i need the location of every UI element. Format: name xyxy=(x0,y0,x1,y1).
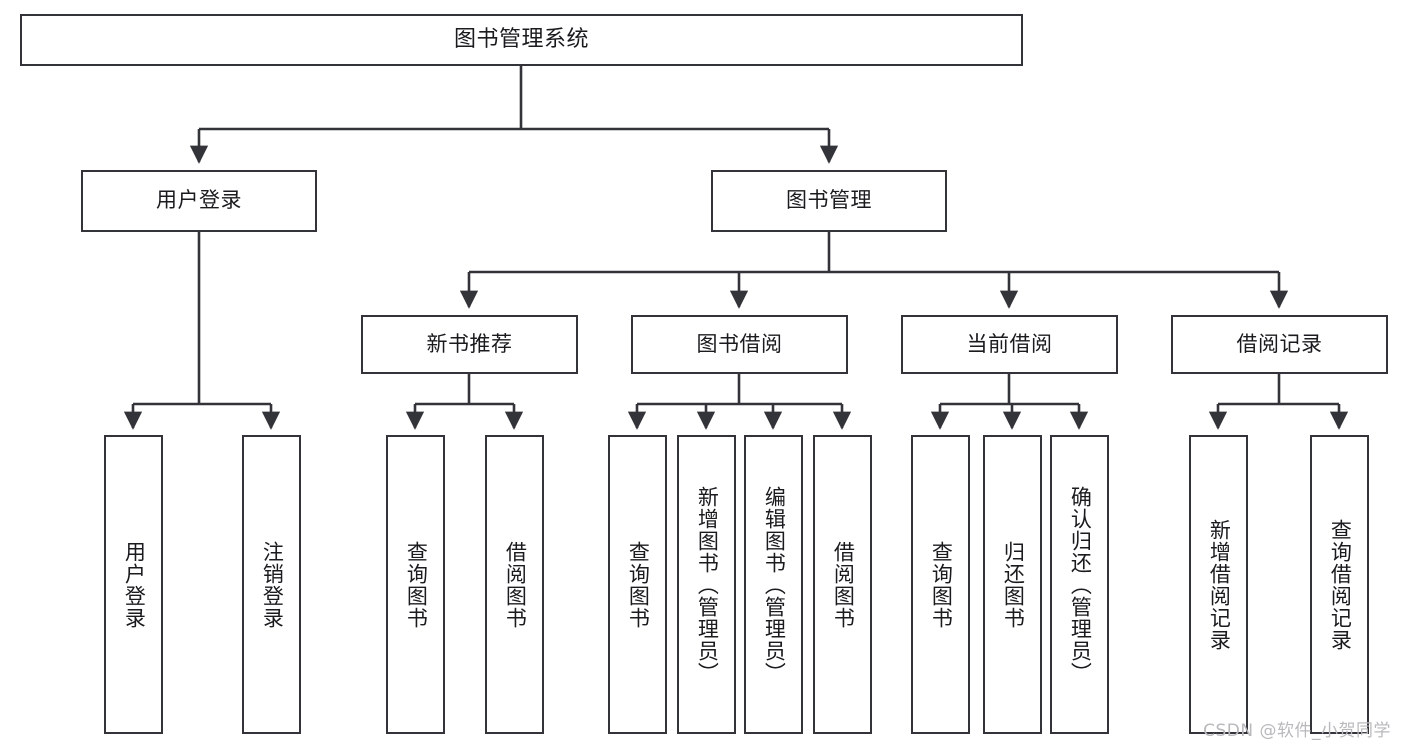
leaf-query-book-current[interactable]: 查询图书 xyxy=(911,435,970,734)
leaf-add-borrow-record[interactable]: 新增借阅记录 xyxy=(1189,435,1248,734)
leaf-query-book-recommend[interactable]: 查询图书 xyxy=(386,435,445,734)
node-book-management[interactable]: 图书管理 xyxy=(711,170,947,232)
node-root-system[interactable]: 图书管理系统 xyxy=(20,14,1023,66)
node-current-borrow[interactable]: 当前借阅 xyxy=(901,315,1118,374)
leaf-logout[interactable]: 注销登录 xyxy=(242,435,301,734)
leaf-return-book[interactable]: 归还图书 xyxy=(983,435,1042,734)
leaf-query-book-borrow[interactable]: 查询图书 xyxy=(608,435,667,734)
leaf-borrow-book[interactable]: 借阅图书 xyxy=(813,435,872,734)
leaf-edit-book-admin[interactable]: 编辑图书（管理员） xyxy=(744,435,803,734)
leaf-query-borrow-record[interactable]: 查询借阅记录 xyxy=(1310,435,1369,734)
node-book-borrow[interactable]: 图书借阅 xyxy=(631,315,848,374)
leaf-borrow-book-recommend[interactable]: 借阅图书 xyxy=(485,435,544,734)
leaf-user-login[interactable]: 用户登录 xyxy=(104,435,163,734)
leaf-confirm-return-admin[interactable]: 确认归还（管理员） xyxy=(1050,435,1109,734)
leaf-add-book-admin[interactable]: 新增图书（管理员） xyxy=(677,435,736,734)
node-borrow-record[interactable]: 借阅记录 xyxy=(1171,315,1388,374)
node-new-book-recommend[interactable]: 新书推荐 xyxy=(361,315,578,374)
node-user-login[interactable]: 用户登录 xyxy=(81,170,317,232)
watermark: CSDN @软件_小贺同学 xyxy=(1203,721,1391,741)
